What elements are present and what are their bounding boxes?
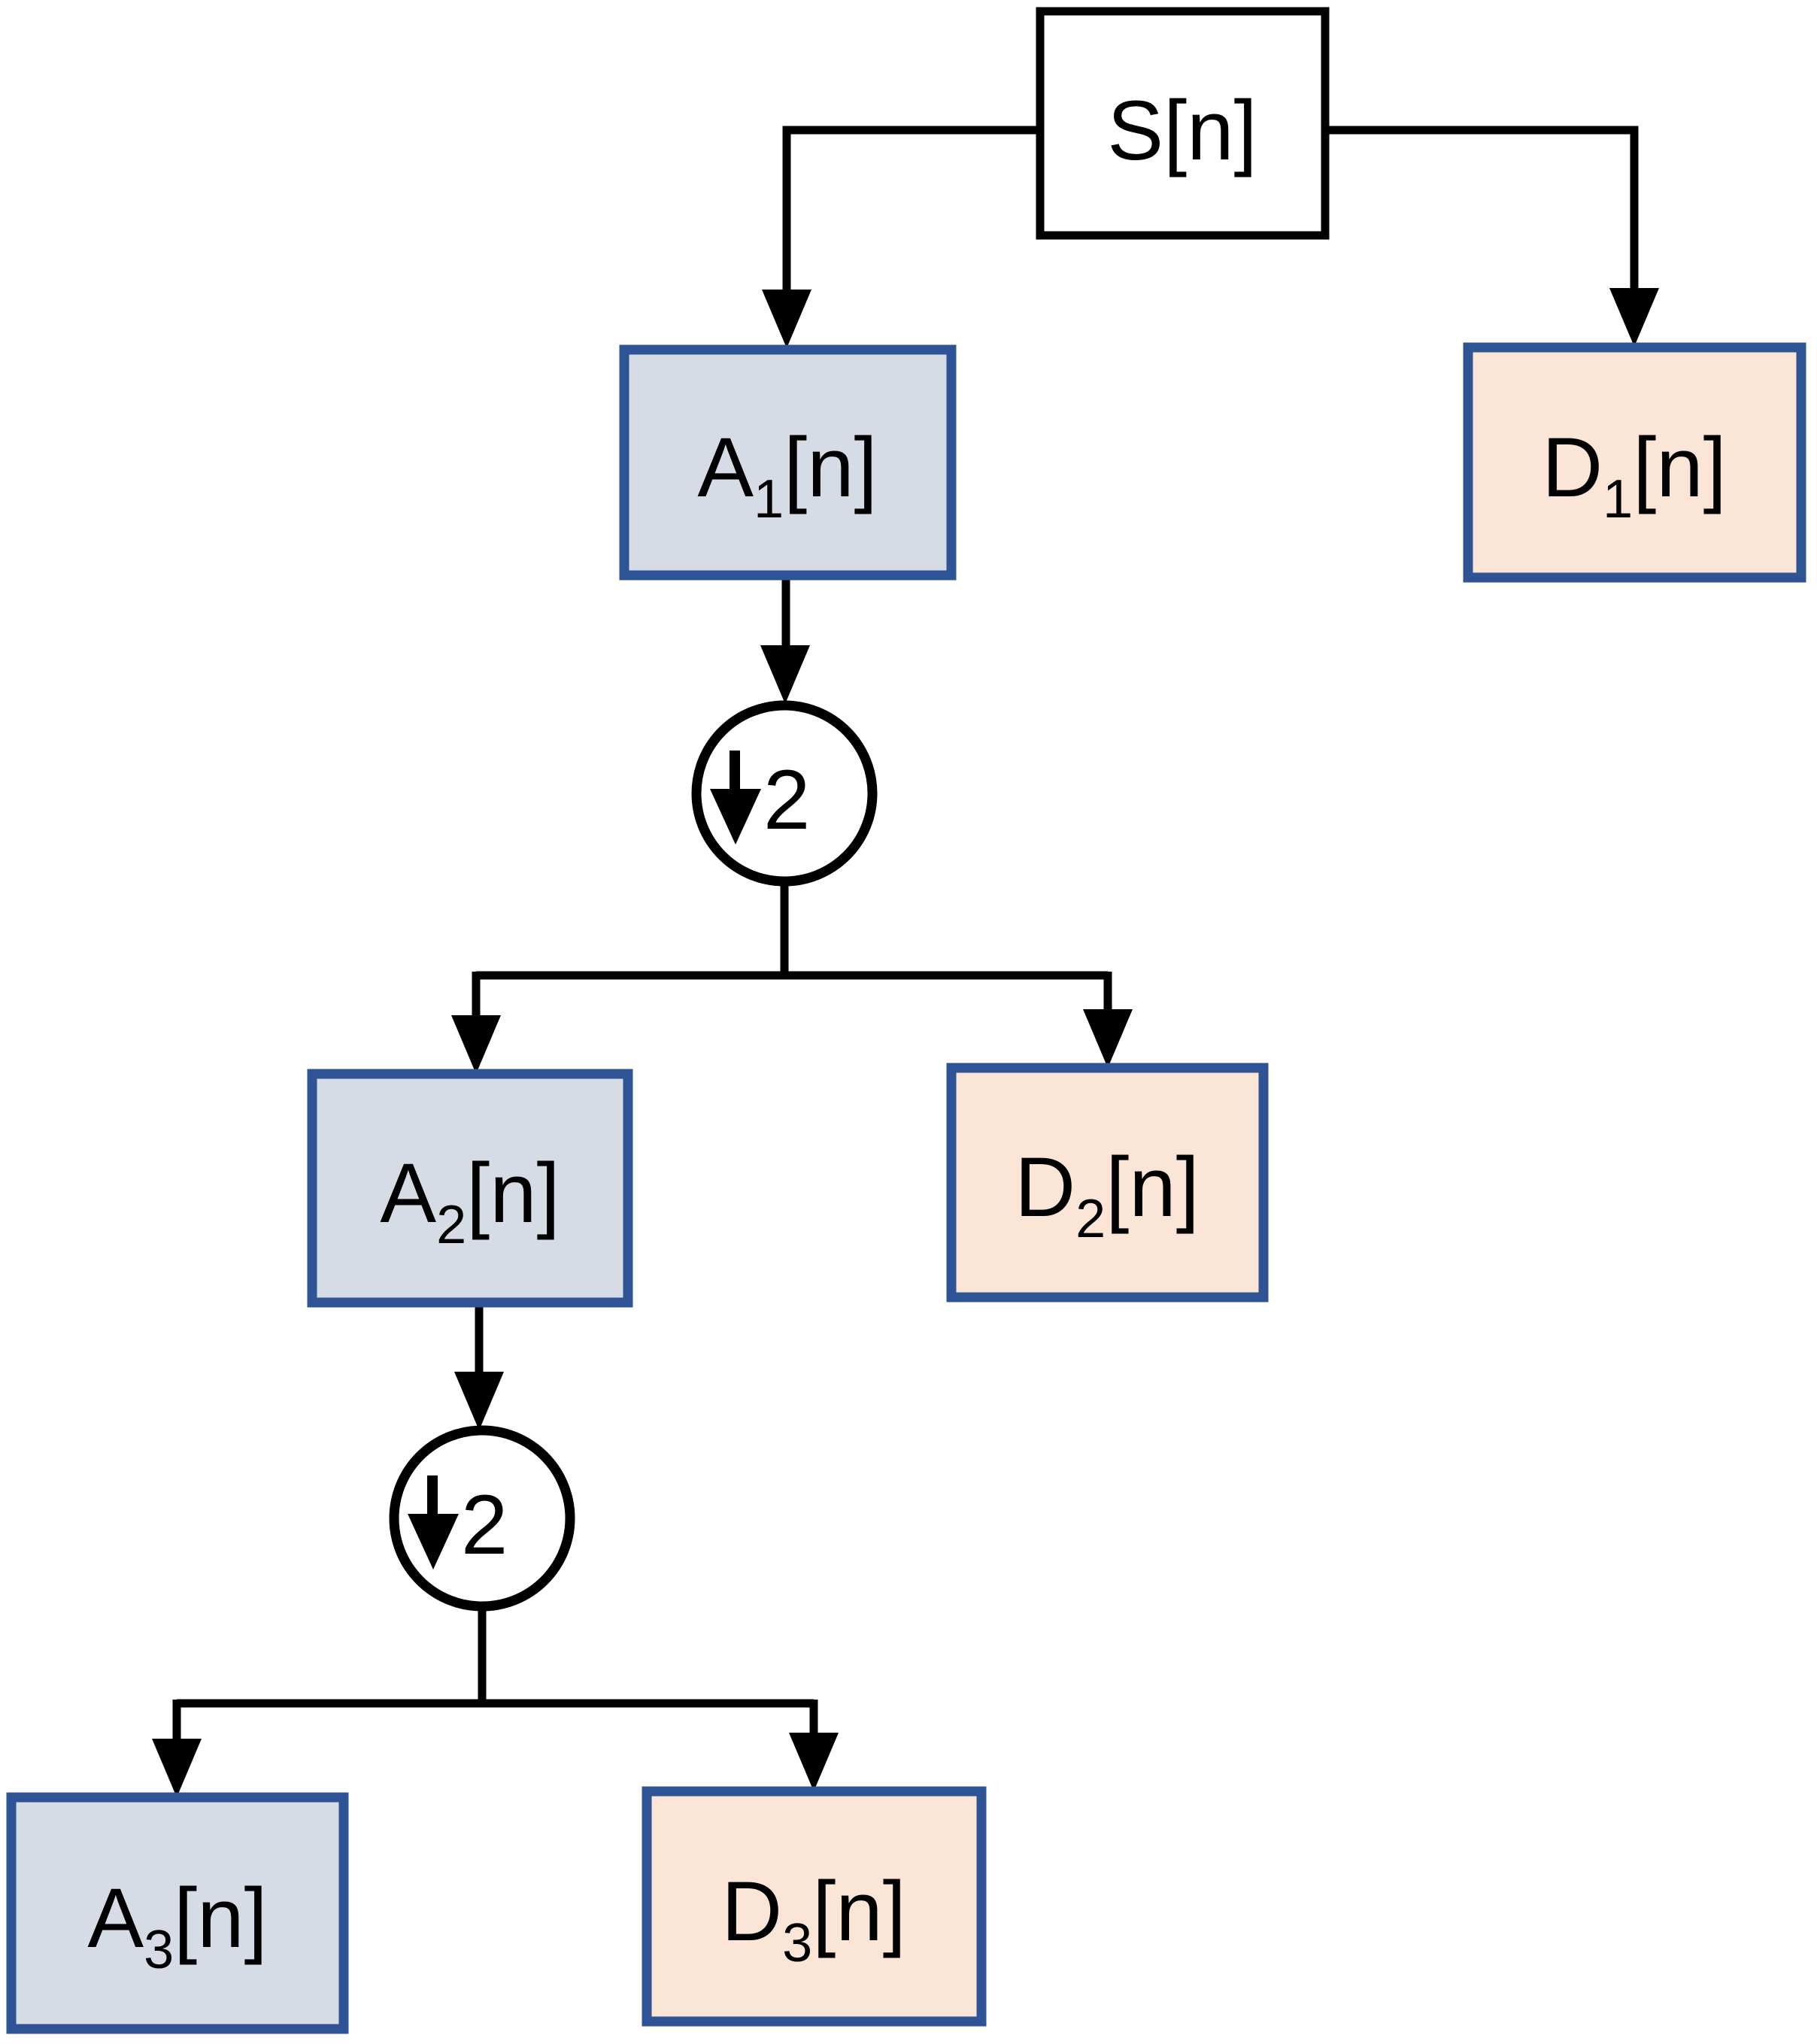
node-a2: A2[n]: [307, 1069, 633, 1308]
arrowhead-s-to-d1: [1609, 288, 1659, 347]
downsampler-2-circle: [389, 1425, 575, 1612]
a1-label: A1[n]: [697, 420, 877, 529]
downsample-arrow-icon: [710, 789, 761, 845]
d1-box: [1463, 342, 1806, 583]
arrowhead-ds1-to-a2: [451, 1015, 501, 1074]
d2-label: D2[n]: [1015, 1140, 1199, 1249]
a3-box: [6, 1792, 349, 2034]
edges: [152, 126, 1659, 1797]
arrowhead-s-to-a1: [762, 290, 811, 348]
d2-box: [946, 1063, 1269, 1303]
downsample-arrow-icon: [730, 751, 740, 797]
a2-label: A2[n]: [380, 1146, 560, 1255]
node-source: S[n]: [1036, 7, 1330, 240]
downsample-arrow-icon: [408, 1514, 459, 1569]
downsample-factor: 2: [461, 1478, 508, 1572]
arrowhead-a2-to-ds2: [454, 1372, 504, 1430]
node-d1: D1[n]: [1463, 342, 1806, 583]
source-label: S[n]: [1107, 83, 1257, 177]
node-a1: A1[n]: [619, 344, 957, 581]
d3-label: D3[n]: [721, 1864, 905, 1973]
arrowhead-ds1-to-d2: [1083, 1009, 1133, 1068]
d3-box: [642, 1786, 987, 2027]
a3-label: A3[n]: [87, 1871, 267, 1980]
edge-s-to-a1: [782, 126, 1040, 301]
downsampler-1-circle: [691, 700, 878, 887]
downsample-factor: 2: [763, 753, 810, 847]
downsample-arrow-icon: [427, 1475, 438, 1522]
a2-box: [307, 1069, 633, 1308]
node-d2: D2[n]: [946, 1063, 1269, 1303]
edge-s-to-d1: [1325, 126, 1639, 299]
d1-label: D1[n]: [1542, 420, 1726, 529]
arrowhead-ds2-to-a3: [152, 1739, 202, 1797]
node-d3: D3[n]: [642, 1786, 987, 2027]
node-a3: A3[n]: [6, 1792, 349, 2034]
arrowhead-a1-to-ds1: [760, 645, 810, 704]
a1-box: [619, 344, 957, 581]
arrowhead-ds2-to-d3: [789, 1733, 839, 1791]
downsampler-1: 2: [691, 700, 878, 887]
downsampler-2: 2: [389, 1425, 575, 1612]
source-box: [1036, 7, 1330, 240]
